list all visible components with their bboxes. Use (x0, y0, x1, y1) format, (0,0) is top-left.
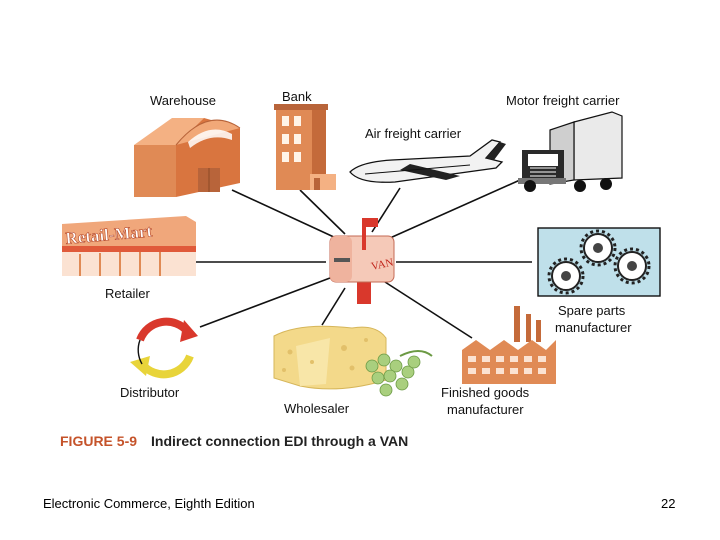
label-spare-parts-line1: Spare parts (558, 303, 626, 318)
line-wholesaler (321, 287, 346, 326)
line-warehouse (231, 189, 337, 239)
warehouse-icon (134, 118, 241, 197)
label-air-freight: Air freight carrier (365, 126, 462, 141)
line-bank (299, 189, 346, 235)
figure-number: FIGURE 5-9 (60, 433, 138, 449)
label-finished-goods-line2: manufacturer (447, 402, 524, 417)
figure-caption-text: Indirect connection EDI through a VAN (151, 433, 409, 449)
van-mailbox-icon: VAN (329, 218, 395, 304)
factory-icon (462, 306, 556, 384)
van-label: VAN (370, 257, 394, 273)
truck-icon (518, 111, 623, 192)
footer-book-title: Electronic Commerce, Eighth Edition (43, 496, 255, 511)
label-bank: Bank (282, 89, 312, 104)
label-wholesaler: Wholesaler (284, 401, 350, 416)
connection-lines (196, 179, 532, 339)
circular-arrows-icon (130, 317, 198, 379)
line-distributor (199, 277, 331, 328)
footer-page-number: 22 (661, 496, 676, 511)
label-retailer: Retailer (105, 286, 150, 301)
line-finished-goods (384, 281, 473, 339)
label-spare-parts-line2: manufacturer (555, 320, 632, 335)
gears-icon (537, 227, 661, 297)
label-finished-goods-line1: Finished goods (441, 385, 530, 400)
airplane-icon (349, 139, 506, 183)
label-distributor: Distributor (120, 385, 180, 400)
line-motor-freight (389, 179, 521, 239)
label-motor-freight: Motor freight carrier (506, 93, 620, 108)
label-warehouse: Warehouse (150, 93, 216, 108)
figure-caption: FIGURE 5-9 Indirect connection EDI throug… (60, 433, 408, 449)
cheese-grapes-icon (273, 325, 433, 397)
bank-icon (274, 104, 336, 190)
retail-store-icon: Retail-Mart (62, 216, 196, 276)
